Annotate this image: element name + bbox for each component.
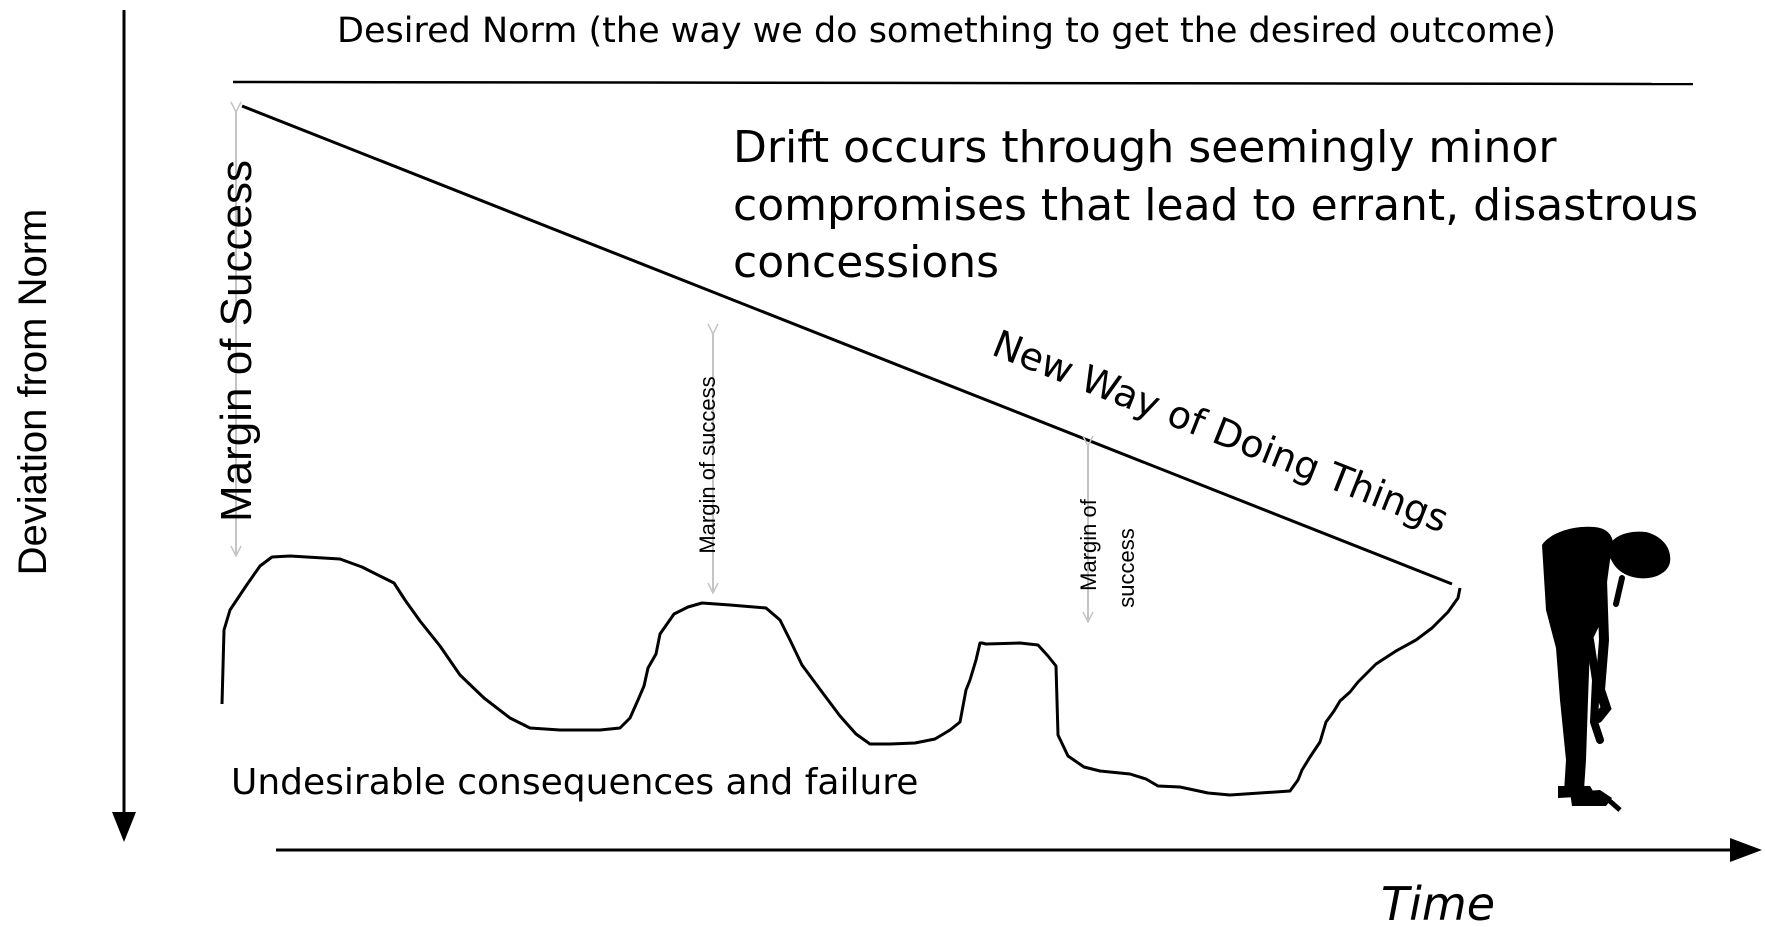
norm-line xyxy=(232,80,1694,86)
margin-label-1: Margin of Success xyxy=(212,160,261,522)
drift-line xyxy=(241,104,1453,586)
performance-curve xyxy=(220,554,1462,797)
new-way-label: New Way of Doing Things xyxy=(987,321,1455,541)
y-axis-label: Deviation from Norm xyxy=(11,209,55,576)
margin-label-3b: success xyxy=(1114,528,1139,607)
y-axis-arrowhead xyxy=(112,812,136,842)
margin-label-2: Margin of success xyxy=(695,376,720,553)
norm-label: Desired Norm (the way we do something to… xyxy=(337,11,1556,51)
drift-text-line-3: concessions xyxy=(733,237,999,288)
drift-explanation: Drift occurs through seemingly minor com… xyxy=(733,122,1698,288)
x-axis-label: Time xyxy=(1381,877,1495,927)
y-axis xyxy=(112,10,136,842)
margin-label-3a: Margin of xyxy=(1076,498,1101,591)
drooping-person-icon xyxy=(1542,526,1671,812)
failure-label: Undesirable consequences and failure xyxy=(231,762,918,803)
drift-text-line-2: compromises that lead to errant, disastr… xyxy=(733,180,1698,231)
x-axis xyxy=(276,838,1762,862)
x-axis-arrowhead xyxy=(1730,838,1762,862)
drift-text-line-1: Drift occurs through seemingly minor xyxy=(733,122,1557,173)
